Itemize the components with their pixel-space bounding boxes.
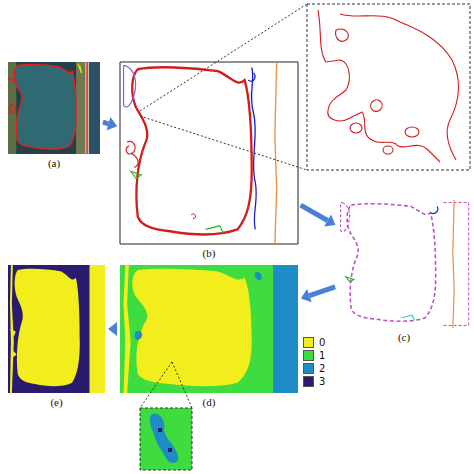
- flow-arrow: [301, 205, 336, 226]
- outline-panel: (b): [120, 62, 298, 244]
- class-0-channel: [124, 265, 131, 393]
- zoom-outline: [318, 10, 459, 162]
- legend-row: 0: [303, 336, 325, 349]
- panel-label: (a): [48, 157, 60, 170]
- coast-detail: [8, 79, 17, 113]
- legend-swatch: [303, 363, 314, 374]
- lagoon-outline: [347, 204, 436, 322]
- class-2-patch: [135, 331, 143, 340]
- panel-frame: [120, 62, 298, 244]
- green-outline: [131, 171, 224, 233]
- coast-loop: [350, 123, 362, 133]
- class-2-patch: [150, 414, 178, 463]
- legend-row: 3: [303, 375, 325, 388]
- zoom-inset: [140, 408, 192, 470]
- flow-arrow: [301, 287, 335, 302]
- legend-text: 2: [319, 363, 325, 375]
- blue-outline: [248, 73, 255, 81]
- arrow-shaft: [301, 205, 328, 220]
- sea-ground: [8, 62, 100, 154]
- dashed-frame: [444, 203, 469, 326]
- class-legend: 0123: [303, 336, 325, 388]
- blue-outline: [430, 206, 437, 213]
- class-3-pixel: [168, 448, 172, 452]
- panel-label: (d): [203, 396, 216, 409]
- satellite-panel: (a): [8, 62, 100, 154]
- class-0-area: [132, 269, 252, 387]
- orange-outline: [453, 200, 454, 328]
- coast-loops: [191, 214, 196, 219]
- coast-line: [340, 14, 459, 160]
- arrow-head: [301, 289, 312, 302]
- lagoon-outline: [14, 65, 76, 149]
- coast-loop: [383, 146, 393, 154]
- legend-swatch: [303, 350, 314, 361]
- coast-line: [318, 10, 440, 162]
- orange-outline: [275, 62, 277, 244]
- purple-outline: [124, 66, 136, 107]
- class-0-area: [15, 269, 80, 387]
- shore-line: [86, 62, 87, 154]
- class-3-area: [8, 265, 89, 393]
- lagoon-outline: [132, 67, 252, 234]
- final-map: [8, 265, 105, 393]
- coast-loop: [336, 29, 349, 41]
- arrow-shaft: [103, 122, 109, 124]
- class-0-channel: [10, 265, 14, 393]
- panel-label: (e): [50, 396, 62, 409]
- zoom-leader: [140, 4, 307, 170]
- class-3-pixel: [158, 428, 162, 432]
- legend-row: 2: [303, 362, 325, 375]
- flow-arrow: [103, 117, 117, 130]
- merged-outline-map: [338, 200, 470, 328]
- arrow-head: [324, 214, 335, 226]
- satellite-image: [8, 62, 100, 154]
- arrow-head: [108, 322, 117, 336]
- class-map-panel: (d): [120, 265, 298, 393]
- green-outline: [346, 277, 354, 282]
- lagoon-water: [14, 65, 76, 149]
- panel-label: (b): [203, 247, 216, 260]
- legend-text: 0: [319, 337, 325, 349]
- arrow-shaft: [309, 287, 335, 296]
- blue-outline: [251, 67, 256, 229]
- coast-loops: [126, 141, 138, 167]
- legend-text: 1: [319, 350, 325, 362]
- class-2-patch: [255, 272, 262, 280]
- zoom-inset: [307, 4, 470, 170]
- class-2-area: [273, 265, 298, 393]
- class-0-area: [8, 265, 105, 393]
- legend-swatch: [303, 337, 314, 348]
- class-1-area: [120, 265, 298, 393]
- outline-map: [120, 62, 298, 244]
- flow-arrow: [108, 322, 117, 336]
- coast-loop: [371, 100, 382, 111]
- dashed-outline: [341, 203, 350, 232]
- arrow-head: [107, 117, 118, 130]
- legend-text: 3: [319, 376, 325, 388]
- panel-label: (c): [398, 331, 410, 344]
- class-0-patch: [10, 329, 17, 357]
- legend-swatch: [303, 376, 314, 387]
- beach-strip: [85, 62, 89, 154]
- class-map: [120, 265, 298, 393]
- result-panel: (e): [8, 265, 105, 393]
- merged-panel: (c): [338, 200, 470, 328]
- legend-row: 1: [303, 349, 325, 362]
- ocean: [89, 62, 100, 154]
- zoom-leader: [140, 362, 192, 408]
- cyan-outline: [401, 315, 414, 320]
- coast-loop: [405, 127, 419, 137]
- panel-ground: [338, 200, 470, 328]
- coast-detail: [78, 64, 82, 73]
